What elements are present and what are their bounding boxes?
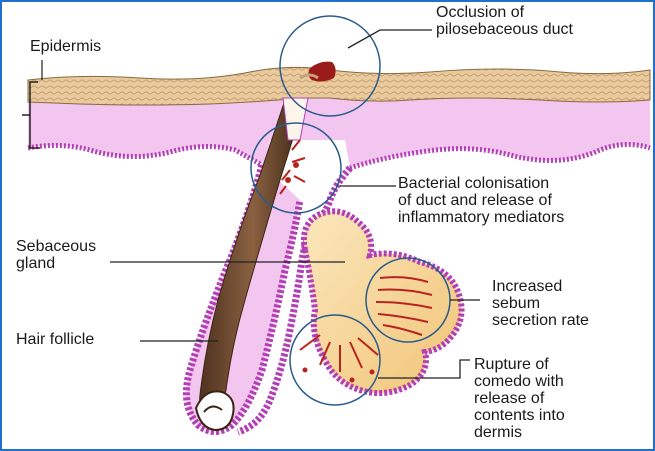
label-sebaceous-gland: Sebaceous gland (16, 238, 96, 272)
label-increased-sebum: Increased sebum secretion rate (492, 278, 589, 329)
label-rupture: Rupture of comedo with release of conten… (474, 356, 565, 441)
label-occlusion: Occlusion of pilosebaceous duct (436, 4, 573, 38)
label-hair-follicle: Hair follicle (16, 331, 94, 348)
label-bacterial-colonisation: Bacterial colonisation of duct and relea… (398, 175, 564, 226)
label-epidermis: Epidermis (30, 38, 101, 55)
